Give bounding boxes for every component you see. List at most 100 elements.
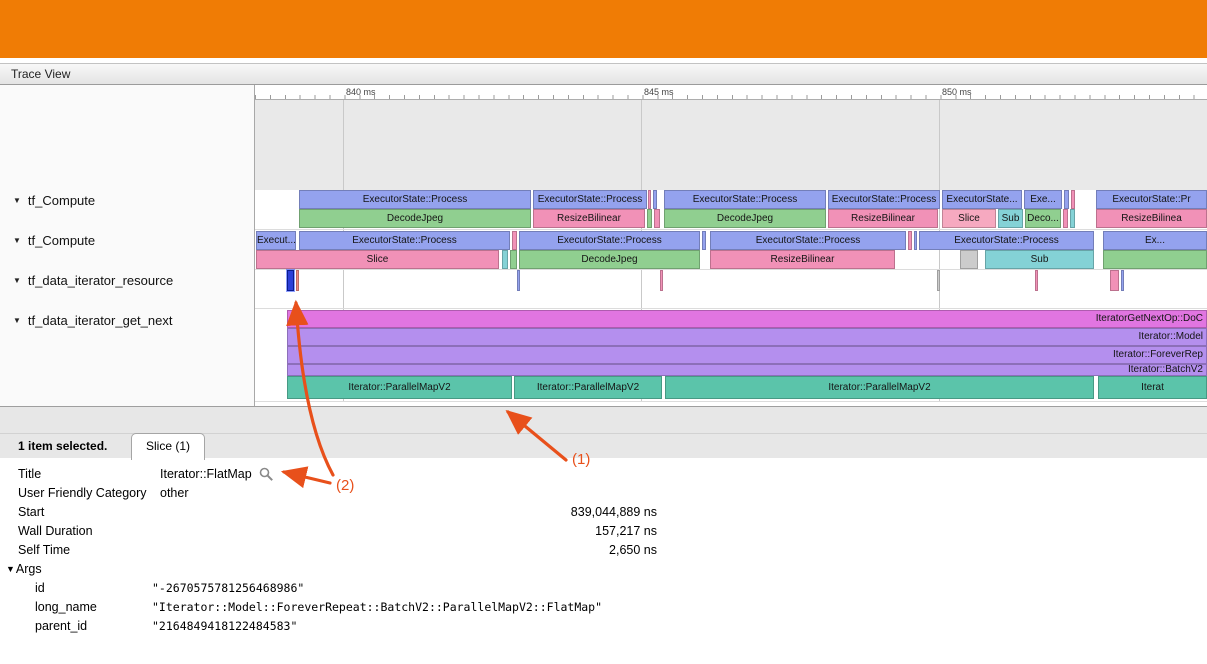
- trace-slice[interactable]: [1070, 209, 1075, 228]
- trace-slice[interactable]: ExecutorState::Pr: [1096, 190, 1207, 209]
- track-separator: [255, 401, 1207, 402]
- tick-label: 850 ms: [942, 87, 972, 97]
- trace-slice[interactable]: Iterat: [1098, 376, 1207, 399]
- trace-slice[interactable]: Execut...: [256, 231, 296, 250]
- trace-slice[interactable]: [908, 231, 912, 250]
- collapse-triangle-icon[interactable]: ▼: [13, 235, 21, 245]
- trace-slice[interactable]: Ex...: [1103, 231, 1207, 250]
- trace-slice[interactable]: [287, 270, 294, 291]
- trace-slice[interactable]: ExecutorState::Process: [299, 231, 510, 250]
- trace-slice[interactable]: [648, 190, 651, 209]
- trace-slice[interactable]: ExecutorState::Process: [664, 190, 826, 209]
- track-row-0[interactable]: ▼ tf_Compute: [0, 190, 255, 210]
- trace-slice[interactable]: Iterator::ParallelMapV2: [514, 376, 662, 399]
- detail-value: 839,044,889 ns: [160, 503, 657, 522]
- trace-slice[interactable]: Exe...: [1024, 190, 1062, 209]
- tick-label: 845 ms: [644, 87, 674, 97]
- trace-slice[interactable]: [1035, 270, 1038, 291]
- selected-count-text: 1 item selected.: [18, 439, 108, 453]
- trace-slice[interactable]: Iterator::ParallelMapV2: [665, 376, 1094, 399]
- trace-slice[interactable]: Iterator::Model: [287, 328, 1207, 346]
- trace-slice[interactable]: [647, 209, 652, 228]
- trace-slice[interactable]: [654, 209, 660, 228]
- track-row-2[interactable]: ▼ tf_data_iterator_resource: [0, 270, 255, 290]
- trace-slice[interactable]: [296, 270, 299, 291]
- tab-slice-label: Slice (1): [145, 439, 190, 453]
- trace-slice[interactable]: [517, 270, 520, 291]
- trace-slice[interactable]: ExecutorState::Process: [710, 231, 906, 250]
- trace-slice[interactable]: DecodeJpeg: [664, 209, 826, 228]
- trace-slice[interactable]: [660, 270, 663, 291]
- detail-value-text: 157,217 ns: [595, 524, 657, 538]
- arg-key: id: [35, 581, 45, 595]
- timeline-empty-region: [255, 100, 1207, 190]
- trace-slice[interactable]: [1071, 190, 1075, 209]
- trace-slice[interactable]: [1063, 209, 1068, 228]
- args-label: Args: [15, 562, 42, 576]
- trace-slice[interactable]: [653, 190, 657, 209]
- trace-slice[interactable]: Iterator::BatchV2: [287, 364, 1207, 376]
- track-label-text: tf_data_iterator_get_next: [27, 312, 173, 328]
- tab-slice[interactable]: Slice (1): [131, 433, 205, 460]
- trace-slice[interactable]: [512, 231, 517, 250]
- arg-row: id"-2670575781256468986": [0, 579, 1207, 598]
- track-label-text: tf_data_iterator_resource: [27, 272, 174, 288]
- trace-slice[interactable]: Iterator::ParallelMapV2: [287, 376, 512, 399]
- args-collapse-icon[interactable]: ▼: [6, 564, 15, 574]
- track-row-1[interactable]: ▼tf_Compute: [0, 230, 255, 250]
- trace-slice[interactable]: ExecutorState...: [942, 190, 1022, 209]
- trace-slice[interactable]: DecodeJpeg: [519, 250, 700, 269]
- trace-slice[interactable]: ExecutorState::Process: [828, 190, 940, 209]
- magnifier-icon[interactable]: [259, 467, 274, 482]
- trace-slice[interactable]: [1103, 250, 1207, 269]
- trace-slice[interactable]: ResizeBilinear: [533, 209, 645, 228]
- trace-slice[interactable]: Sub: [985, 250, 1094, 269]
- track-label-text: tf_Compute: [27, 192, 96, 208]
- trace-slice[interactable]: [914, 231, 917, 250]
- trace-slice[interactable]: DecodeJpeg: [299, 209, 531, 228]
- trace-slice[interactable]: IteratorGetNextOp::DoC: [287, 310, 1207, 328]
- trace-slice[interactable]: [1064, 190, 1069, 209]
- arg-key: parent_id: [35, 619, 88, 633]
- trace-slice[interactable]: Slice: [256, 250, 499, 269]
- trace-slice[interactable]: [960, 250, 978, 269]
- detail-value-text: 839,044,889 ns: [570, 505, 657, 519]
- detail-value-text: other: [160, 486, 189, 500]
- trace-slice[interactable]: [1110, 270, 1119, 291]
- trace-slice[interactable]: [702, 231, 706, 250]
- collapse-triangle-icon[interactable]: ▼: [13, 195, 21, 205]
- detail-value: other: [160, 484, 657, 503]
- collapse-triangle-icon[interactable]: ▼: [13, 315, 21, 325]
- trace-slice[interactable]: [502, 250, 508, 269]
- trace-slice[interactable]: [937, 270, 940, 291]
- collapse-triangle-icon[interactable]: ▼: [13, 275, 21, 285]
- timeline-area: ▼tf_Compute▼tf_Compute▼tf_data_iterator_…: [0, 85, 1207, 406]
- trace-slice[interactable]: ResizeBilinea: [1096, 209, 1207, 228]
- arg-value: "2164849418122484583": [152, 619, 298, 633]
- trace-slice[interactable]: ResizeBilinear: [710, 250, 895, 269]
- trace-slice[interactable]: Deco...: [1025, 209, 1061, 228]
- arg-key: long_name: [35, 600, 97, 614]
- detail-label: Wall Duration: [18, 524, 93, 538]
- trace-slice[interactable]: ExecutorState::Process: [299, 190, 531, 209]
- args-section-header[interactable]: ▼ Args: [6, 560, 42, 579]
- time-ruler[interactable]: [255, 85, 1207, 100]
- trace-slice[interactable]: ExecutorState::Process: [533, 190, 647, 209]
- trace-slice[interactable]: [1121, 270, 1124, 291]
- trace-slice[interactable]: Sub: [998, 209, 1023, 228]
- detail-value: 2,650 ns: [160, 541, 657, 560]
- trace-slice[interactable]: Iterator::ForeverRep: [287, 346, 1207, 364]
- trace-slice[interactable]: ExecutorState::Process: [919, 231, 1094, 250]
- track-row-3[interactable]: ▼ tf_data_iterator_get_next: [0, 310, 255, 330]
- detail-label: Title: [18, 467, 42, 481]
- trace-slice[interactable]: ExecutorState::Process: [519, 231, 700, 250]
- trace-slice[interactable]: [510, 250, 517, 269]
- trace-slice[interactable]: ResizeBilinear: [828, 209, 938, 228]
- trace-slice[interactable]: Slice: [942, 209, 996, 228]
- trace-view-header: Trace View: [0, 63, 1207, 85]
